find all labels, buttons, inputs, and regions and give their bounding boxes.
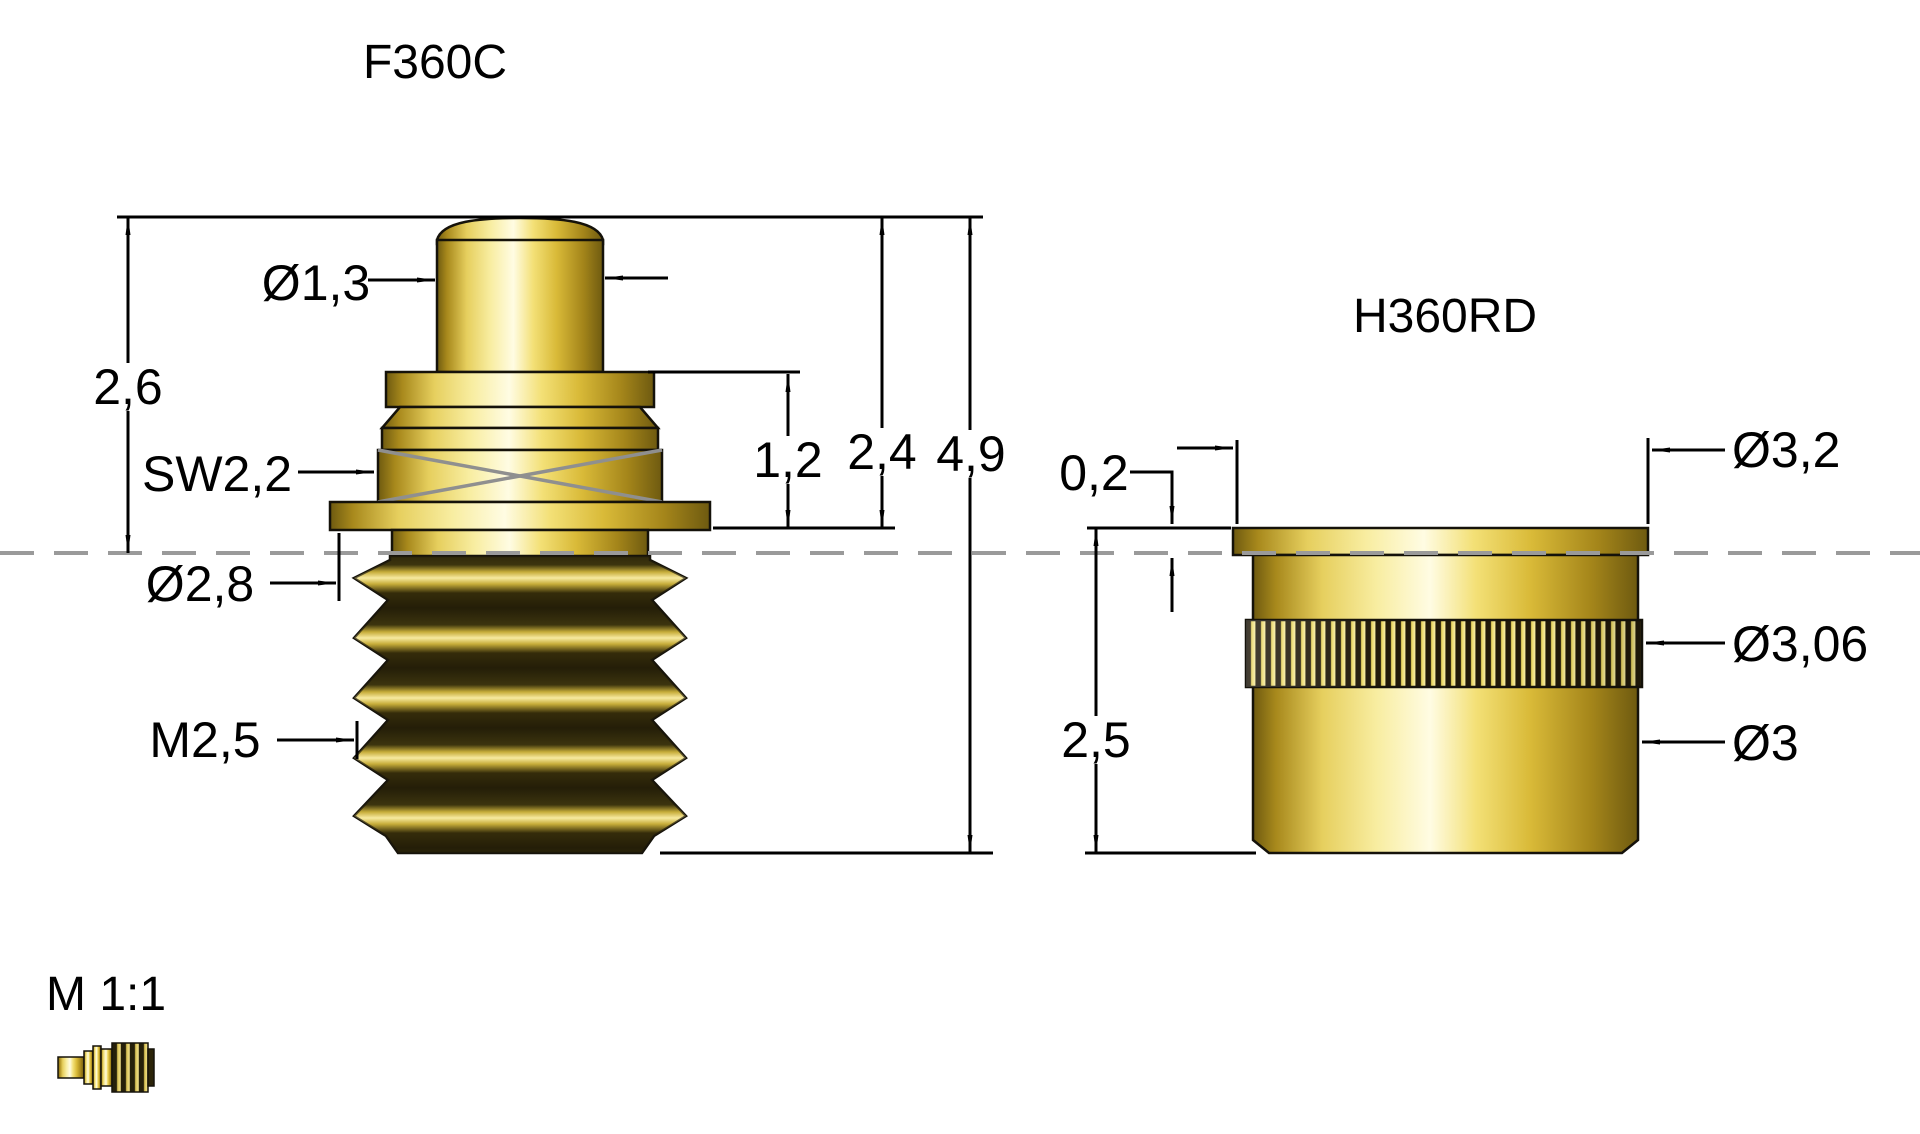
scale-thumbnail	[57, 1042, 155, 1093]
sleeve-body	[1251, 553, 1640, 855]
cone	[379, 405, 661, 430]
dim-label-flange-thickness: 0,2	[1059, 445, 1129, 501]
dim-label-tip-diameter: Ø1,3	[262, 255, 370, 311]
collar-ring	[384, 370, 656, 409]
mini-thread	[111, 1042, 149, 1093]
dim-label-tip-to-flange: 2,4	[847, 424, 917, 480]
mini-hex	[100, 1048, 113, 1087]
leader-0-2-upper	[1130, 470, 1175, 524]
dim-label-sleeve-flange-diameter: Ø3,2	[1732, 422, 1840, 478]
part-h360rd-rendering	[1231, 526, 1650, 855]
thread-shading	[352, 554, 688, 855]
dimension-label-backer-2-5	[1066, 716, 1128, 764]
dim-label-hex-size: SW2,2	[142, 446, 292, 502]
part-f360c-rendering	[328, 216, 712, 855]
dimension-lines-f360c	[117, 215, 993, 855]
knurl-shading	[1246, 620, 1642, 687]
neck	[380, 426, 660, 452]
dim-label-sleeve-length: 2,5	[1061, 712, 1131, 768]
dim-label-knurl-diameter: Ø3,06	[1732, 616, 1868, 672]
mini-collar	[83, 1050, 94, 1085]
dimension-label-backers-left	[97, 363, 1002, 484]
hex-cross-line	[377, 448, 663, 504]
part-title-h360rd: H360RD	[1353, 290, 1537, 343]
mini-flange	[92, 1045, 102, 1090]
dim-label-total-length: 4,9	[936, 426, 1006, 482]
mini-thread-end	[147, 1048, 155, 1087]
pin-shaft	[435, 238, 605, 374]
scale-note: M 1:1	[46, 968, 166, 1021]
dimension-lines-h360rd	[1085, 438, 1725, 855]
dim-label-flange-diameter: Ø2,8	[146, 556, 254, 612]
part-title-f360c: F360C	[363, 36, 507, 89]
mini-pin	[57, 1056, 85, 1079]
dim-label-body-diameter: Ø3	[1732, 715, 1799, 771]
dim-label-thread: M2,5	[149, 712, 260, 768]
flange	[328, 500, 712, 532]
dim-label-collar-to-flange: 1,2	[753, 432, 823, 488]
sleeve-flange	[1231, 526, 1650, 557]
dim-label-exposed-height: 2,6	[93, 359, 163, 415]
